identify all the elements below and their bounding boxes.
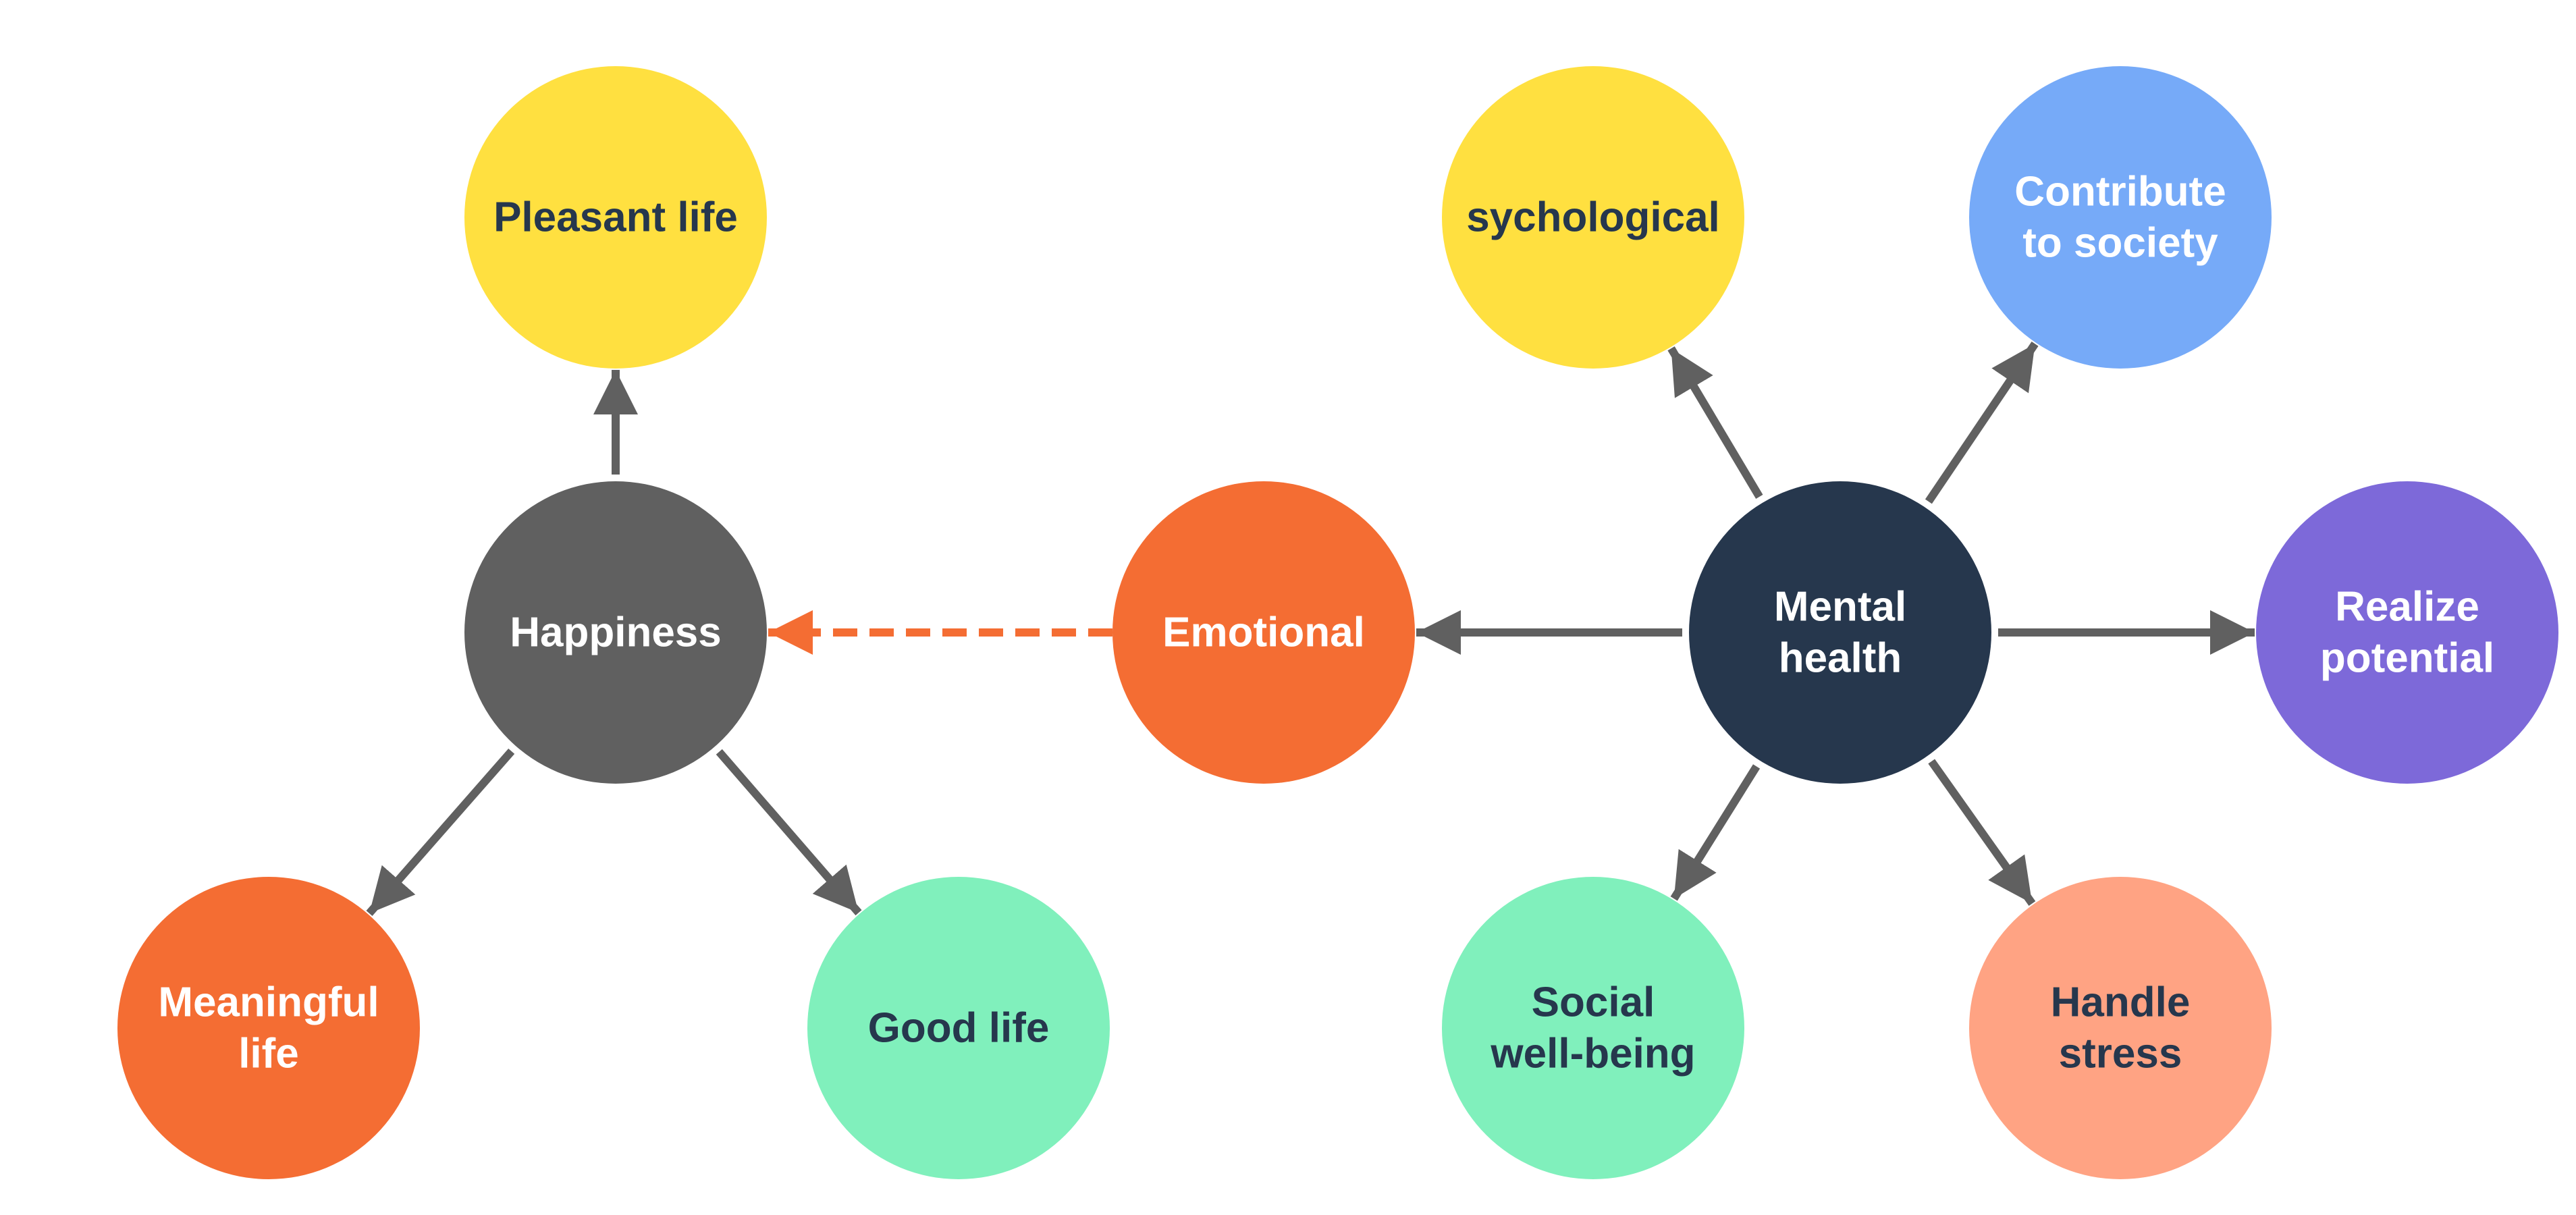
node-circle[interactable]	[2256, 481, 2558, 784]
node-label: Meaningful	[158, 979, 379, 1026]
edge-happiness-to-meaningful-life	[366, 748, 515, 917]
node-circle[interactable]	[1969, 877, 2272, 1179]
node-label: Good life	[868, 1005, 1050, 1052]
node-circle[interactable]	[117, 877, 420, 1179]
node-label: Handle	[2051, 979, 2191, 1026]
node-label: stress	[2059, 1031, 2182, 1077]
node-good-life[interactable]: Good life	[807, 877, 1110, 1179]
node-emotional[interactable]: Emotional	[1112, 481, 1415, 784]
node-label: Realize	[2335, 584, 2479, 630]
node-label: Mental	[1774, 584, 1906, 630]
edge-mental-health-to-psychological	[1667, 346, 1763, 499]
node-pleasant-life[interactable]: Pleasant life	[464, 66, 767, 369]
edges-layer	[366, 341, 2255, 917]
edge-mental-health-to-social-well-being	[1670, 764, 1761, 901]
node-circle[interactable]	[1112, 481, 1415, 784]
node-circle[interactable]	[1689, 481, 1991, 784]
edge-mental-health-to-contribute-to-society	[1925, 341, 2039, 504]
node-circle[interactable]	[1442, 877, 1744, 1179]
node-label: Pleasant life	[493, 194, 738, 241]
node-social-well-being[interactable]: Social well-being	[1442, 877, 1744, 1179]
node-label: potential	[2320, 635, 2494, 682]
node-label: Emotional	[1162, 610, 1365, 656]
node-label: health	[1779, 635, 1902, 682]
node-label: sychological	[1466, 194, 1720, 241]
node-circle[interactable]	[1442, 66, 1744, 369]
node-contribute-to-society[interactable]: Contribute to society	[1969, 66, 2272, 369]
node-label: to society	[2022, 220, 2218, 267]
node-circle[interactable]	[1969, 66, 2272, 369]
node-happiness[interactable]: Happiness	[464, 481, 767, 784]
node-handle-stress[interactable]: Handle stress	[1969, 877, 2272, 1179]
node-meaningful-life[interactable]: Meaningful life	[117, 877, 420, 1179]
node-label: Contribute	[2014, 169, 2226, 215]
edge-happiness-to-good-life	[716, 749, 862, 916]
node-circle[interactable]	[807, 877, 1110, 1179]
node-circle[interactable]	[464, 66, 767, 369]
node-psychological[interactable]: sychological	[1442, 66, 1744, 369]
node-circle[interactable]	[464, 481, 767, 784]
node-label: life	[238, 1031, 299, 1077]
node-mental-health[interactable]: Mental health	[1689, 481, 1991, 784]
node-label: well-being	[1490, 1031, 1695, 1077]
node-label: Social	[1532, 979, 1655, 1026]
node-realize-potential[interactable]: Realize potential	[2256, 481, 2558, 784]
edge-mental-health-to-handle-stress	[1928, 759, 2036, 907]
node-label: Happiness	[510, 610, 722, 656]
